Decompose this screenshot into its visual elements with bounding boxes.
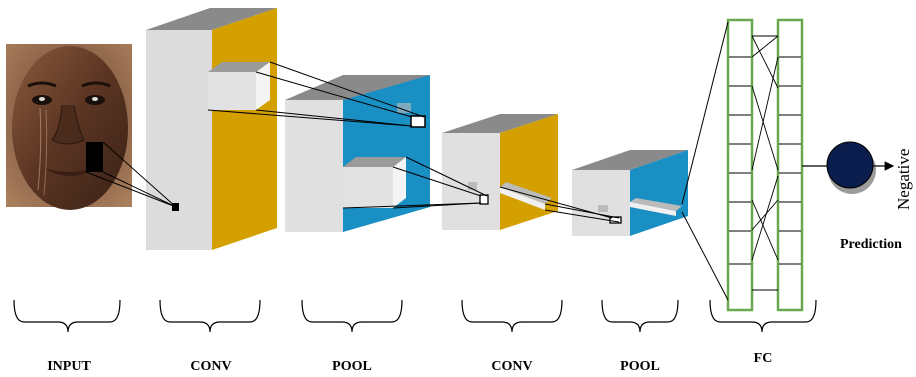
pool2-to-fc-connections <box>681 21 729 301</box>
brace-input <box>13 299 121 333</box>
brace-pool1 <box>301 299 403 333</box>
conv1-to-pool1-connections <box>207 61 425 127</box>
stage-labels: INPUT CONV POOL CONV POOL FC <box>47 351 772 374</box>
stage-label-conv1: CONV <box>190 359 231 374</box>
stage-label-pool2: POOL <box>620 359 660 374</box>
conv1-block <box>146 8 277 250</box>
stage-label-input: INPUT <box>47 359 91 374</box>
pool1-to-conv2-connections <box>342 156 488 209</box>
output-label: Negative <box>894 149 913 210</box>
stage-braces <box>13 299 817 333</box>
conv2-to-pool2-connections <box>499 186 620 223</box>
brace-conv2 <box>461 299 563 333</box>
stage-label-fc: FC <box>754 351 773 366</box>
brace-fc <box>709 299 817 333</box>
brace-conv1 <box>159 299 261 333</box>
stage-label-pool1: POOL <box>332 359 372 374</box>
input-image <box>6 44 132 210</box>
input-receptive-field <box>86 142 103 172</box>
brace-pool2 <box>601 299 679 333</box>
input-to-conv1-connections <box>85 141 177 208</box>
prediction-caption: Prediction <box>840 237 902 252</box>
pool1-target-square <box>410 115 426 128</box>
stage-label-conv2: CONV <box>491 359 532 374</box>
conv2-block <box>442 114 558 230</box>
pool1-block <box>285 75 430 232</box>
fc-layers <box>726 18 804 312</box>
output-node <box>826 141 876 194</box>
pool2-block <box>572 150 688 236</box>
